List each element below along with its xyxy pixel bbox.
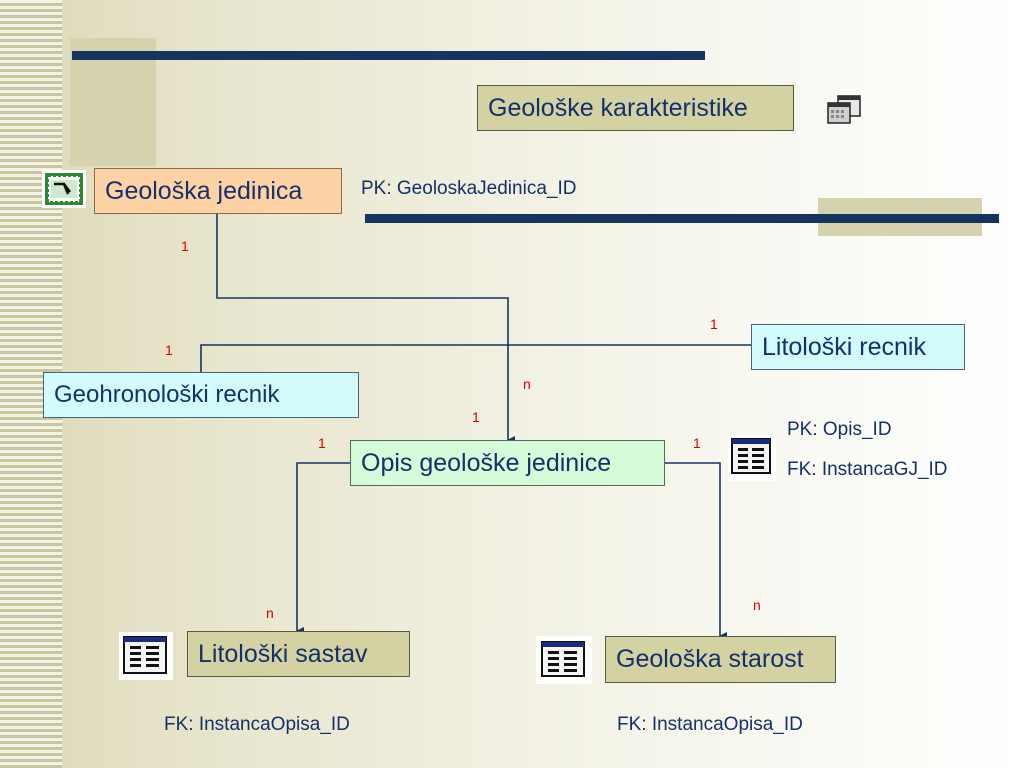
cardinality-gj-one: 1 xyxy=(181,238,189,254)
cardinality-lit-recnik-one: 1 xyxy=(710,316,718,332)
title-box: Geološke karakteristike xyxy=(477,85,794,131)
fk-geoloska-starost: FK: InstancaOpisa_ID xyxy=(617,714,803,735)
connector-opis-to-starost xyxy=(665,462,727,640)
fk-litoloski-sastav: FK: InstancaOpisa_ID xyxy=(164,714,350,735)
entity-geoloska-starost[interactable]: Geološka starost xyxy=(605,636,836,683)
forms-icon xyxy=(827,95,861,124)
table-icon xyxy=(728,435,776,481)
entity-geohronoloski-recnik[interactable]: Geohronološki recnik xyxy=(43,372,359,418)
cardinality-opis-right-one: 1 xyxy=(693,435,701,451)
cardinality-geohr-one: 1 xyxy=(165,342,173,358)
top-divider-bar xyxy=(72,51,705,60)
entity-litoloski-sastav[interactable]: Litološki sastav xyxy=(187,631,410,677)
entity-geoloska-jedinica[interactable]: Geološka jedinica xyxy=(94,168,342,214)
query-icon xyxy=(42,170,86,208)
connector-lit-recnik-to-geohr xyxy=(200,344,751,372)
connector-opis-to-lit-sastav xyxy=(296,462,350,635)
table-icon xyxy=(119,632,173,680)
entity-opis-geoloske-jedinice[interactable]: Opis geološke jedinice xyxy=(350,440,665,486)
fk-opis: FK: InstancaGJ_ID xyxy=(787,459,948,480)
middle-divider-bar xyxy=(365,214,999,223)
connector-gj-to-opis xyxy=(216,213,515,444)
cardinality-lit-sastav-n: n xyxy=(266,605,274,621)
entity-litoloski-recnik[interactable]: Litološki recnik xyxy=(751,324,965,370)
pk-opis: PK: Opis_ID xyxy=(787,419,892,440)
table-icon xyxy=(536,636,592,684)
cardinality-opis-left-one: 1 xyxy=(318,435,326,451)
cardinality-opis-one-top: 1 xyxy=(472,409,480,425)
cardinality-opis-n: n xyxy=(523,376,531,392)
pk-geoloska-jedinica: PK: GeoloskaJedinica_ID xyxy=(361,178,577,199)
cardinality-starost-n: n xyxy=(753,597,761,613)
